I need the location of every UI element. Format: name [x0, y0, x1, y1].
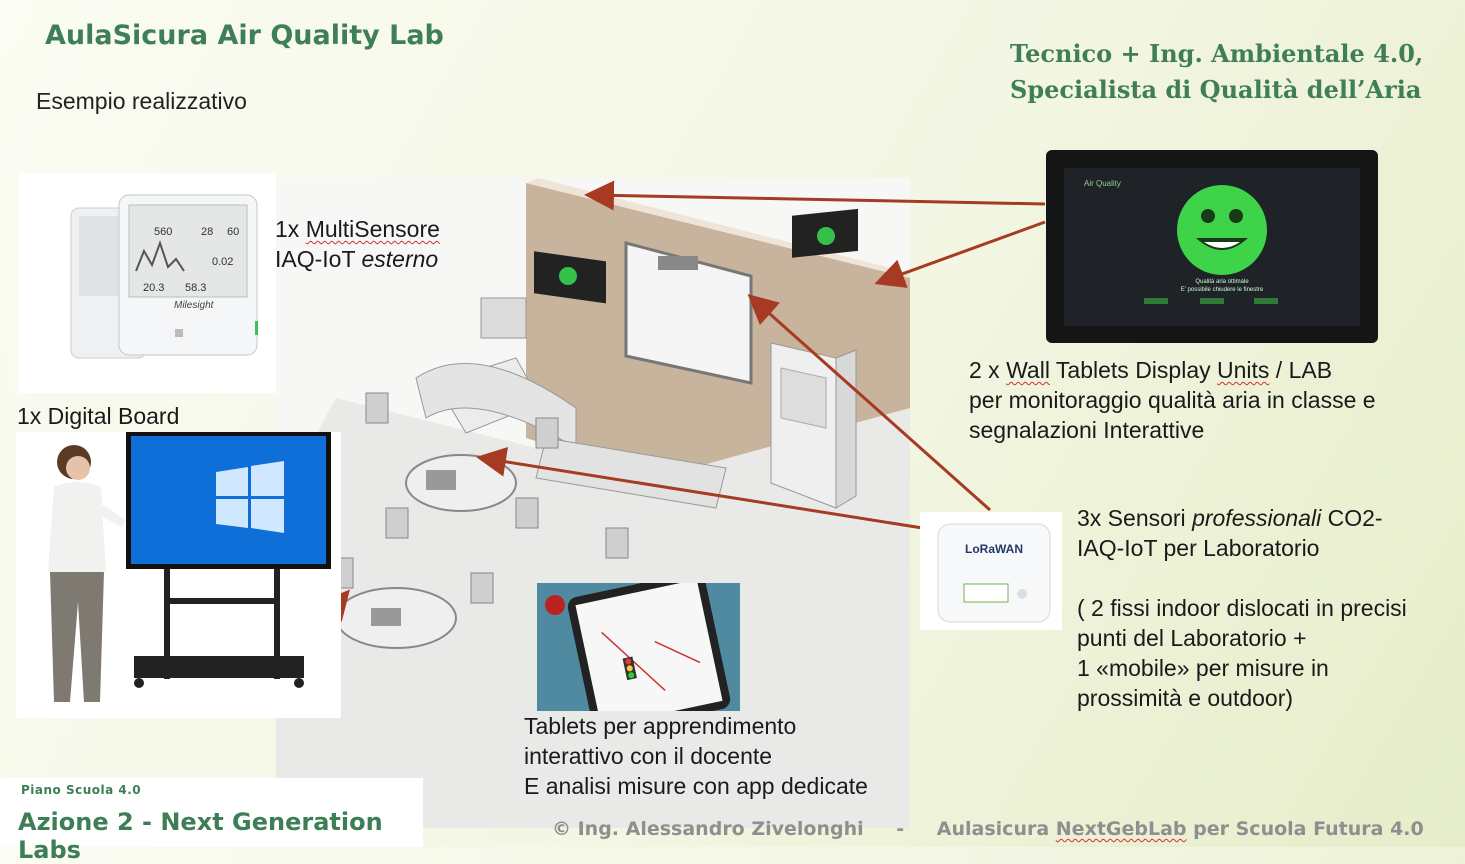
reading-pm10: 60	[227, 226, 239, 238]
arrow-to-wall-tablet-2	[874, 220, 1046, 288]
classroom-drawing	[276, 178, 910, 828]
piano-line-1: Piano Scuola 4.0	[21, 783, 142, 797]
tablet-photo	[537, 583, 740, 711]
role-heading: Tecnico + Ing. Ambientale 4.0, Specialis…	[1010, 36, 1423, 108]
tablet-screen-title: Air Quality	[1084, 179, 1121, 188]
reading-pm25: 28	[201, 226, 213, 238]
tablet-screen-msg1: Qualità aria ottimale	[1195, 279, 1249, 285]
wall-tablet-photo: Air Quality Qualità aria ottimale E' pos…	[1046, 150, 1378, 343]
sensors-label: 3x Sensori professionali CO2- IAQ-IoT pe…	[1077, 505, 1407, 711]
page-subtitle: Esempio realizzativo	[36, 88, 247, 114]
lorawan-sensor-photo: LoRaWAN	[920, 512, 1062, 630]
digital-board-label: 1x Digital Board	[17, 403, 180, 429]
digital-board-photo	[16, 432, 341, 718]
wall-tablets-label: 2 x Wall Tablets Display Units / LAB per…	[969, 357, 1376, 443]
reading-humidity: 58.3	[185, 282, 206, 294]
page-title: AulaSicura Air Quality Lab	[45, 20, 444, 51]
arrow-to-table	[476, 446, 936, 532]
tablet-drawing	[545, 583, 731, 711]
digital-board-drawing	[48, 432, 331, 702]
role-line-2: Specialista di Qualità dell’Aria	[1010, 75, 1422, 104]
classroom-illustration	[276, 178, 910, 828]
tablets-label: Tablets per apprendimento interattivo co…	[524, 713, 868, 799]
arrow-to-whiteboard	[747, 294, 991, 512]
multisensor-photo: 560 28 60 0.02 20.3 58.3 Milesight	[19, 173, 276, 393]
reading-co2: 560	[154, 226, 172, 238]
role-line-1: Tecnico + Ing. Ambientale 4.0,	[1010, 39, 1424, 68]
piano-line-2: Azione 2 - Next Generation Labs	[18, 808, 383, 864]
reading-hcho: 0.02	[212, 256, 233, 268]
arrow-to-wall-tablet-1	[584, 180, 1046, 211]
footer-credit: © Ing. Alessandro Zivelonghi - Aulasicur…	[552, 818, 1424, 840]
device-brand: Milesight	[174, 300, 215, 311]
lorawan-logo: LoRaWAN	[965, 542, 1023, 556]
multisensor-label: 1x MultiSensore IAQ-IoT esterno	[275, 216, 440, 272]
multisensor-name: MultiSensore	[305, 216, 440, 242]
multisensor-location: esterno	[361, 246, 439, 272]
piano-scuola-badge: Piano Scuola 4.0 Azione 2 - Next Generat…	[0, 778, 423, 864]
multisensor-device-drawing: 560 28 60 0.02 20.3 58.3 Milesight	[70, 194, 258, 359]
lorawan-sensor-drawing: LoRaWAN	[937, 523, 1051, 623]
wall-tablet-screen: Air Quality Qualità aria ottimale E' pos…	[1064, 168, 1360, 326]
reading-temp: 20.3	[143, 282, 164, 294]
tablet-screen-msg2: E' possibile chiudere le finestre	[1181, 287, 1264, 293]
